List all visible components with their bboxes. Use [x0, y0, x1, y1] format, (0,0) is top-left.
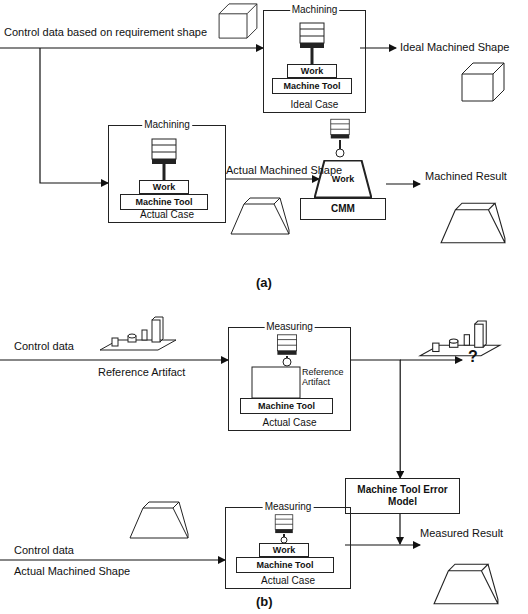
measuring-box: MeasuringActual CaseWorkMachine Tool	[225, 507, 351, 589]
box-label: Work	[301, 66, 323, 76]
text-label: Reference Artifact	[302, 367, 344, 387]
text-label: Control data	[14, 544, 74, 557]
machine-tool-box: Machine Tool	[272, 78, 352, 94]
machine-tool-box: Machine Tool	[120, 194, 208, 210]
flow-arrow	[351, 360, 400, 478]
error-model-box: Machine Tool Error Model	[345, 478, 460, 514]
text-label: (a)	[256, 276, 272, 289]
box-label: Machine Tool	[136, 197, 193, 207]
box-label: Machine Tool	[258, 401, 315, 411]
measuring-box: MeasuringActual CaseMachine Tool	[228, 327, 351, 431]
box-label: Machine Tool	[284, 81, 341, 91]
text-label: Reference Artifact	[98, 366, 185, 379]
text-label: Control data based on requirement shape	[4, 26, 207, 39]
text-label: (b)	[256, 595, 273, 608]
text-label: Control data	[14, 340, 74, 353]
box-title: Measuring	[263, 501, 314, 513]
box-label: Machine Tool	[257, 560, 314, 570]
box-label: Work	[273, 545, 295, 555]
box-label: Work	[153, 182, 175, 192]
text-label: ?	[468, 350, 478, 363]
box-label: CMM	[331, 203, 355, 215]
case-label: Actual Case	[109, 209, 225, 221]
work-box: Work	[139, 180, 189, 194]
box-title: Machining	[290, 4, 340, 16]
text-label: Ideal Machined Shape	[400, 41, 509, 54]
machining-box: MachiningActual CaseWorkMachine Tool	[108, 125, 226, 223]
machine-tool-box: Machine Tool	[240, 398, 333, 414]
cmm-base: CMM	[300, 198, 386, 220]
case-label: Ideal Case	[264, 99, 365, 111]
machine-tool-box: Machine Tool	[236, 557, 334, 573]
work-box: Work	[259, 543, 309, 557]
text-label: Actual Machined Shape	[14, 565, 130, 578]
flow-arrow	[226, 178, 319, 179]
box-title: Machining	[142, 119, 192, 131]
work-box: Work	[287, 64, 337, 78]
text-label: Actual Machined Shape	[226, 164, 342, 177]
case-label: Actual Case	[229, 417, 350, 429]
text-label: Machined Result	[425, 170, 507, 183]
text-label: Measured Result	[420, 527, 503, 540]
machining-box: MachiningIdeal CaseWorkMachine Tool	[263, 10, 366, 113]
box-title: Measuring	[264, 321, 315, 333]
case-label: Actual Case	[226, 575, 350, 587]
box-label: Machine Tool Error Model	[350, 484, 455, 508]
